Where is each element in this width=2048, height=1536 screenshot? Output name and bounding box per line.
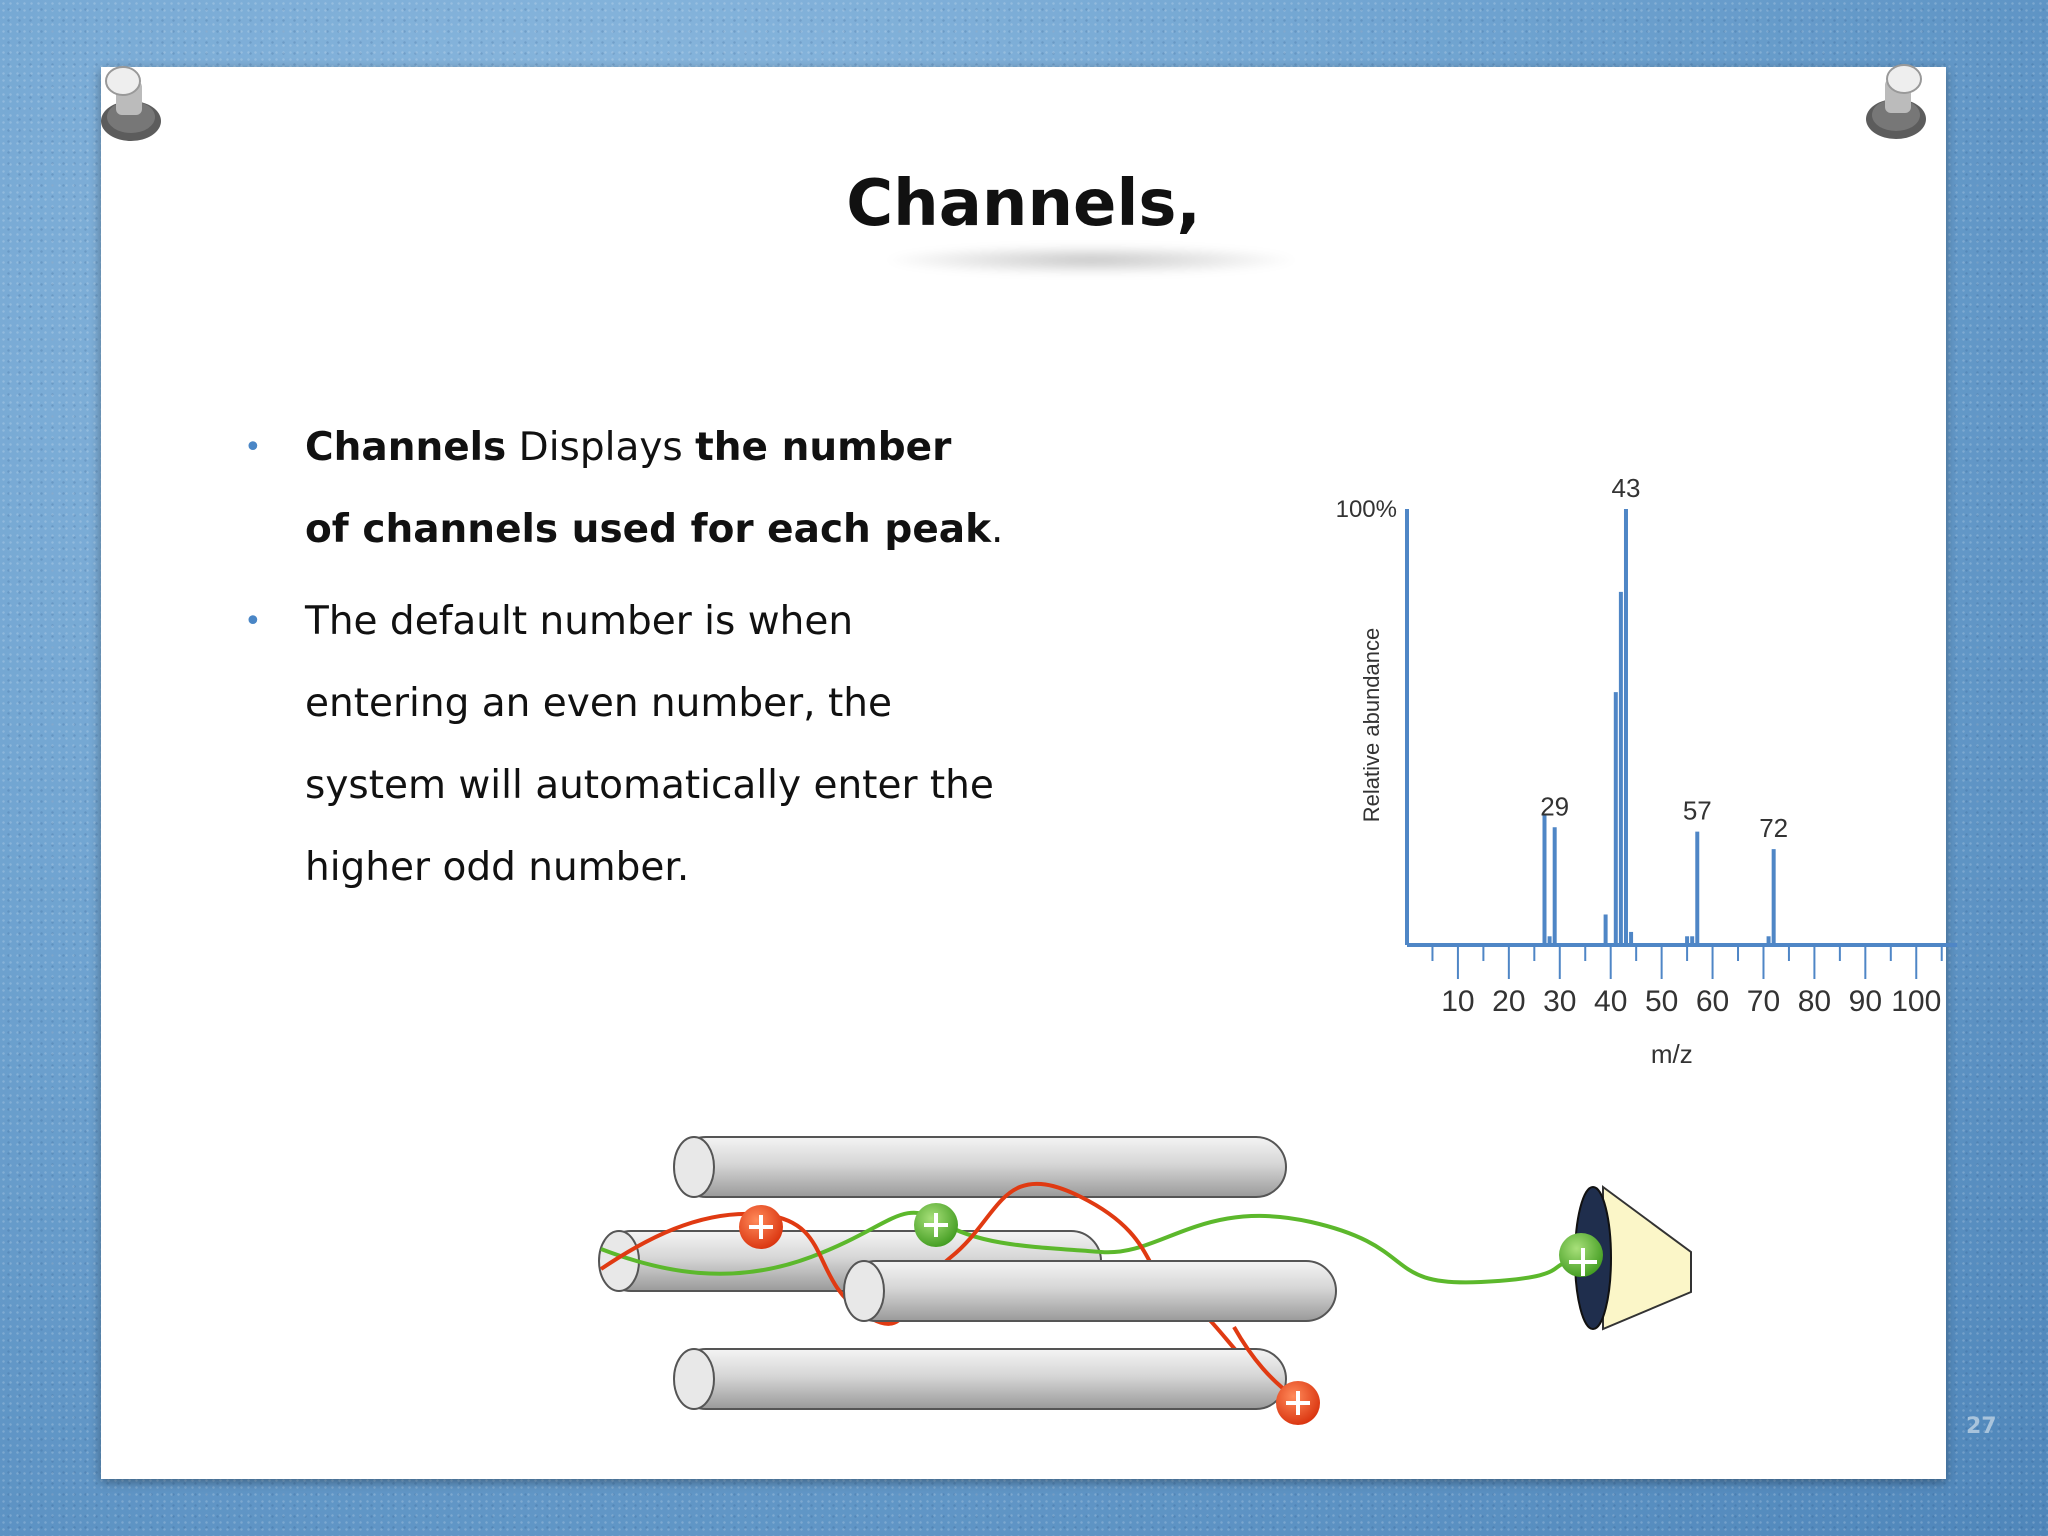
rod-top bbox=[673, 1136, 1287, 1198]
ion-green-detected-icon bbox=[1559, 1233, 1603, 1277]
x-tick-label: 30 bbox=[1543, 985, 1576, 1018]
ion-red-1-icon bbox=[739, 1205, 783, 1249]
slide: Channels, • Channels Displays the number… bbox=[101, 64, 1997, 1479]
y-top-label: 100% bbox=[1336, 496, 1397, 523]
bullet-item: • The default number is when entering an… bbox=[244, 581, 1004, 909]
quadrupole-diagram bbox=[598, 1136, 1692, 1425]
bullet-dot-icon: • bbox=[244, 604, 262, 639]
bullet-list: • Channels Displays the number of channe… bbox=[244, 407, 1004, 919]
y-axis-label: Relative abundance bbox=[1359, 628, 1384, 822]
ion-red-2-icon bbox=[1276, 1381, 1320, 1425]
x-tick-label: 60 bbox=[1696, 985, 1729, 1018]
peak-label: 43 bbox=[1612, 473, 1641, 503]
pushpin-left-icon bbox=[101, 66, 161, 141]
page-number: 27 bbox=[1966, 1414, 1997, 1439]
title-shadow bbox=[881, 245, 1301, 275]
bullet-item: • Channels Displays the number of channe… bbox=[244, 407, 1004, 571]
pushpin-right-icon bbox=[1866, 64, 1926, 139]
x-tick-label: 100 bbox=[1891, 985, 1941, 1018]
peak-label: 57 bbox=[1683, 796, 1712, 826]
bullet-emphasis: the number of channels used for each pea… bbox=[305, 425, 992, 552]
bullet-period: . bbox=[991, 507, 1004, 552]
x-tick-label: 70 bbox=[1747, 985, 1780, 1018]
x-tick-label: 20 bbox=[1492, 985, 1525, 1018]
x-tick-label: 10 bbox=[1441, 985, 1474, 1018]
bullet-text: Displays bbox=[506, 425, 696, 470]
ion-green-1-icon bbox=[914, 1203, 958, 1247]
bullet-term: Channels bbox=[305, 425, 507, 470]
mass-spectrum-chart: 10 20 30 40 50 60 70 80 90 100 m/z Relative abundan… bbox=[1336, 473, 1957, 1069]
x-tick-label: 40 bbox=[1594, 985, 1627, 1018]
slide-title: Channels, bbox=[846, 167, 1201, 241]
rod-front bbox=[843, 1260, 1337, 1322]
rod-bottom bbox=[673, 1348, 1287, 1410]
x-tick-label: 80 bbox=[1798, 985, 1831, 1018]
peak-label: 72 bbox=[1759, 813, 1788, 843]
x-tick-label: 90 bbox=[1849, 985, 1882, 1018]
x-tick-label: 50 bbox=[1645, 985, 1678, 1018]
bullet-dot-icon: • bbox=[244, 430, 262, 465]
x-axis-label: m/z bbox=[1651, 1039, 1693, 1069]
resonant-ion-path bbox=[600, 1210, 1582, 1285]
bullet-text: The default number is when entering an e… bbox=[305, 599, 994, 890]
peak-label: 29 bbox=[1540, 791, 1569, 821]
